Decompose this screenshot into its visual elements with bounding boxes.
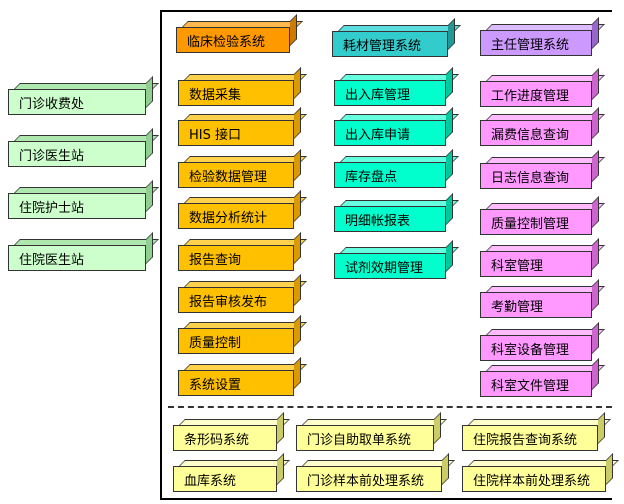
director-item-box: 质量控制管理: [480, 209, 592, 235]
director-item-label: 科室文件管理: [491, 378, 570, 394]
director-item-box: 科室管理: [480, 251, 592, 277]
lis-item-box: 数据采集: [178, 80, 294, 106]
bottom-system-box: 条形码系统: [173, 425, 277, 451]
director-item-label: 质量控制管理: [491, 216, 570, 232]
lis-item-label: 质量控制: [189, 335, 242, 351]
lis-title-box: 临床检验系统: [176, 27, 290, 53]
lis-item-label: 数据采集: [189, 87, 242, 103]
director-item-box: 漏费信息查询: [480, 120, 592, 146]
consumables-item-box: 明细帐报表: [334, 206, 446, 232]
left-system-box: 门诊医生站: [8, 141, 146, 167]
director-item-label: 科室设备管理: [491, 342, 570, 358]
lis-item-box: 检验数据管理: [178, 162, 294, 188]
bottom-system-label: 住院样本前处理系统: [473, 473, 591, 489]
consumables-item-box: 库存盘点: [334, 162, 446, 188]
bottom-border-line: [160, 498, 612, 500]
director-item-label: 日志信息查询: [491, 170, 570, 186]
bottom-system-label: 条形码系统: [184, 432, 250, 448]
left-system-label: 门诊医生站: [19, 148, 85, 164]
lis-item-box: 数据分析统计: [178, 203, 294, 229]
director-item-box: 日志信息查询: [480, 163, 592, 189]
top-border-line: [160, 10, 612, 12]
director-item-box: 考勤管理: [480, 292, 592, 318]
consumables-item-box: 试剂效期管理: [334, 253, 446, 279]
left-system-label: 门诊收费处: [19, 96, 85, 112]
lis-item-box: 报告查询: [178, 245, 294, 271]
left-system-box: 门诊收费处: [8, 89, 146, 115]
lis-item-box: HIS 接口: [178, 120, 294, 146]
bottom-system-box: 门诊样本前处理系统: [296, 466, 442, 492]
left-system-box: 住院医生站: [8, 245, 146, 271]
lis-item-label: HIS 接口: [189, 127, 241, 143]
lis-item-label: 数据分析统计: [189, 210, 268, 226]
consumables-item-label: 库存盘点: [345, 169, 398, 185]
left-system-label: 住院医生站: [19, 252, 85, 268]
bottom-system-box: 住院样本前处理系统: [462, 466, 606, 492]
consumables-item-label: 出入库管理: [345, 87, 411, 103]
director-item-box: 工作进度管理: [480, 81, 592, 107]
consumables-title-box: 耗材管理系统: [332, 31, 448, 57]
dashed-separator: [168, 406, 612, 408]
consumables-item-label: 明细帐报表: [345, 213, 411, 229]
consumables-item-box: 出入库管理: [334, 80, 446, 106]
consumables-item-label: 出入库申请: [345, 127, 411, 143]
bottom-system-label: 门诊样本前处理系统: [307, 473, 425, 489]
bottom-system-label: 血库系统: [184, 473, 237, 489]
director-item-label: 考勤管理: [491, 299, 544, 315]
lis-item-box: 系统设置: [178, 370, 294, 396]
vertical-divider-line: [160, 10, 162, 500]
lis-item-box: 报告审核发布: [178, 287, 294, 313]
lis-item-label: 系统设置: [189, 377, 242, 393]
director-item-label: 工作进度管理: [491, 88, 570, 104]
lis-item-label: 检验数据管理: [189, 169, 268, 185]
left-system-label: 住院护士站: [19, 200, 85, 216]
bottom-system-box: 住院报告查询系统: [462, 425, 598, 451]
lis-item-label: 报告查询: [189, 252, 242, 268]
bottom-system-box: 血库系统: [173, 466, 277, 492]
director-item-box: 科室文件管理: [480, 371, 592, 397]
bottom-system-label: 门诊自助取单系统: [307, 432, 412, 448]
lis-item-label: 报告审核发布: [189, 294, 268, 310]
left-system-box: 住院护士站: [8, 193, 146, 219]
lis-title: 临床检验系统: [187, 34, 266, 50]
consumables-item-label: 试剂效期管理: [345, 260, 424, 276]
lis-item-box: 质量控制: [178, 328, 294, 354]
director-item-label: 漏费信息查询: [491, 127, 570, 143]
bottom-system-box: 门诊自助取单系统: [296, 425, 434, 451]
director-title-box: 主任管理系统: [480, 30, 592, 56]
consumables-item-box: 出入库申请: [334, 120, 446, 146]
director-item-box: 科室设备管理: [480, 335, 592, 361]
director-title: 主任管理系统: [491, 37, 570, 53]
bottom-system-label: 住院报告查询系统: [473, 432, 578, 448]
director-item-label: 科室管理: [491, 258, 544, 274]
consumables-title: 耗材管理系统: [343, 38, 422, 54]
